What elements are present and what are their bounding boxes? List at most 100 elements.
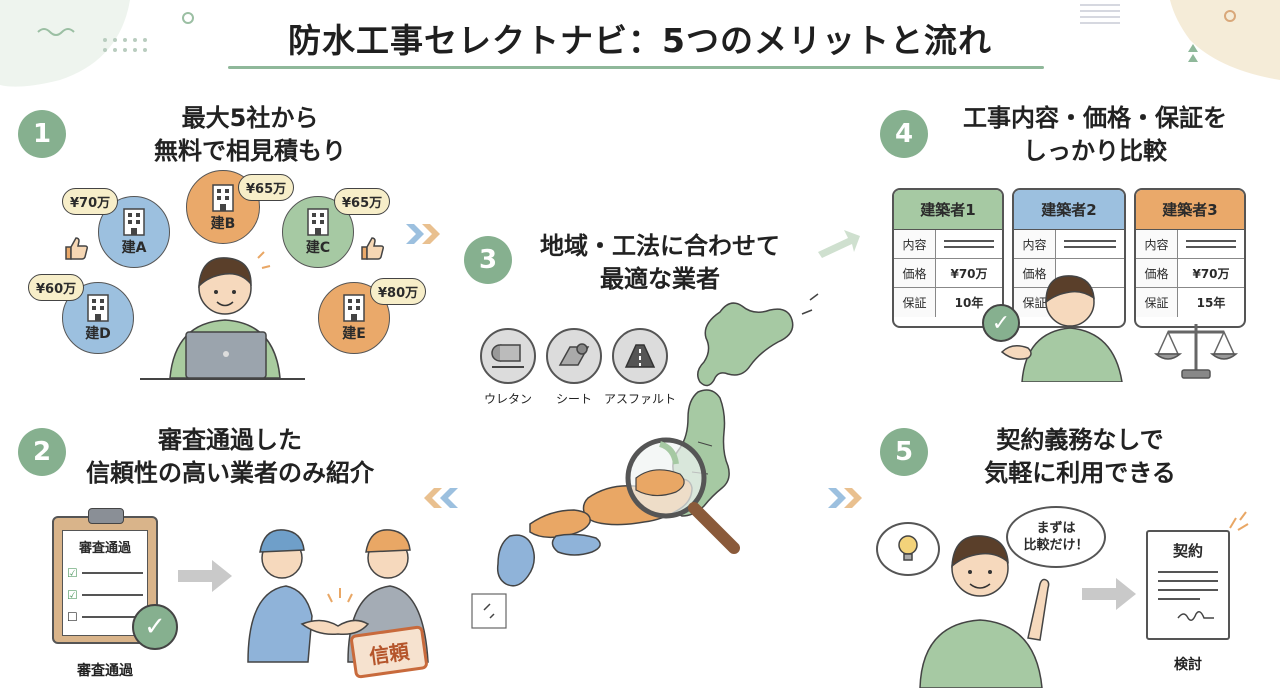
arrow-right-icon — [1082, 578, 1136, 610]
company-a-price-bubble: ¥70万 — [62, 188, 119, 215]
builder-card-1-name: 建築者1 — [894, 190, 1002, 230]
empty-box-icon: ☐ — [67, 610, 78, 624]
building-icon — [212, 184, 234, 212]
price-label: 価格 — [1136, 259, 1178, 287]
step-4-title-line1: 工事内容・価格・保証を — [963, 104, 1227, 132]
step-3-title-line1: 地域・工法に合わせて — [540, 232, 780, 260]
method-sheet-label: シート — [555, 392, 592, 406]
flow-chevron-icon — [406, 224, 440, 244]
flow-chevron-icon — [828, 488, 862, 508]
company-d-price-bubble: ¥60万 — [28, 274, 85, 301]
building-icon — [123, 208, 145, 236]
content-lines — [1178, 230, 1244, 258]
content-label: 内容 — [894, 230, 936, 258]
company-a-label: 建A — [121, 240, 147, 256]
idea-thought-bubble — [876, 522, 940, 576]
step-1-number: 1 — [18, 110, 66, 158]
content-label: 内容 — [1014, 230, 1056, 258]
warranty-label: 保証 — [1136, 288, 1178, 317]
step-5-caption: 検討 — [1174, 657, 1202, 673]
step-5-title-line2: 気軽に利用できる — [984, 459, 1176, 487]
corner-decoration-top-left — [0, 0, 194, 87]
company-e-price-bubble: ¥80万 — [370, 278, 427, 305]
step-5-title: 契約義務なしで 気軽に利用できる — [930, 424, 1230, 490]
company-b-label: 建B — [210, 216, 236, 232]
step-2-number: 2 — [18, 428, 66, 476]
builder-card-3-name: 建築者3 — [1136, 190, 1244, 230]
speech-bubble: まずは 比較だけ！ — [1006, 506, 1106, 568]
company-b-price-bubble: ¥65万 — [238, 174, 295, 201]
arrow-right-icon — [178, 560, 232, 592]
warranty-label: 保証 — [894, 288, 936, 317]
step-2-title-line1: 審査通過した — [158, 426, 302, 454]
roll-icon — [491, 344, 524, 368]
step-4-title: 工事内容・価格・保証を しっかり比較 — [930, 102, 1260, 168]
step-2-title-line2: 信頼性の高い業者のみ紹介 — [86, 459, 374, 487]
content-label: 内容 — [1136, 230, 1178, 258]
step-1-title-line1: 最大5社から — [181, 104, 319, 132]
company-c-price-bubble: ¥65万 — [334, 188, 391, 215]
approval-check-icon: ✓ — [132, 604, 178, 650]
lightbulb-icon — [898, 535, 918, 561]
builder-card-3: 建築者3 内容 価格 ¥70万 保証 15年 — [1134, 188, 1246, 328]
clipboard-paper: 審査通過 ☑ ☑ ☐ — [62, 530, 148, 636]
flow-arrow-icon — [818, 230, 860, 258]
step-2-caption: 審査通過 — [77, 663, 133, 679]
builder-card-3-price: ¥70万 — [1192, 266, 1230, 281]
speech-line-1: まずは — [1036, 521, 1076, 536]
price-label: 価格 — [1014, 259, 1056, 287]
desk-line — [140, 378, 305, 380]
title-underline — [228, 66, 1044, 69]
company-c-label: 建C — [305, 240, 331, 256]
sheet-roll-icon — [558, 343, 590, 366]
japan-map-illustration — [471, 293, 819, 629]
method-sheet-icon — [546, 328, 602, 384]
step-4-number: 4 — [880, 110, 928, 158]
building-icon — [307, 208, 329, 236]
content-lines — [1056, 230, 1124, 258]
building-icon — [87, 294, 109, 322]
step-3-title-line2: 最適な業者 — [600, 265, 720, 293]
price-label: 価格 — [894, 259, 936, 287]
building-icon — [343, 294, 365, 322]
step-5-title-line1: 契約義務なしで — [996, 426, 1164, 454]
step-2-title: 審査通過した 信頼性の高い業者のみ紹介 — [60, 424, 400, 490]
page-title: 防水工事セレクトナビ：5つのメリットと流れ — [288, 21, 992, 60]
thumbs-up-icon — [65, 237, 88, 260]
contract-document: 契約 — [1146, 530, 1230, 640]
builder-card-2-name: 建築者2 — [1014, 190, 1124, 230]
clipboard-clip — [88, 508, 124, 524]
sparkle-icon — [1229, 511, 1249, 531]
checked-box-icon: ☑ — [67, 588, 78, 602]
person-comparing-illustration — [1000, 275, 1123, 382]
step-5-number: 5 — [880, 428, 928, 476]
corner-decoration-top-right — [1080, 0, 1280, 80]
builder-card-1: 建築者1 内容 価格 ¥70万 保証 10年 — [892, 188, 1004, 328]
builder-card-3-warranty: 15年 — [1196, 296, 1226, 310]
step-1-title-line2: 無料で相見積もり — [154, 137, 346, 165]
company-a-icon: 建A — [98, 196, 170, 268]
road-icon — [624, 344, 656, 368]
builder-card-1-warranty: 10年 — [954, 296, 984, 310]
step-3-number: 3 — [464, 236, 512, 284]
method-asphalt-icon — [612, 328, 668, 384]
company-d-label: 建D — [85, 326, 111, 342]
content-lines — [936, 230, 1002, 258]
balance-scale-icon — [1154, 324, 1238, 379]
check-circle-icon: ✓ — [982, 304, 1020, 342]
step-3-title: 地域・工法に合わせて 最適な業者 — [510, 230, 810, 296]
speech-line-2: 比較だけ！ — [1023, 538, 1089, 553]
method-urethane-label: ウレタン — [483, 392, 532, 406]
method-asphalt-label: アスファルト — [603, 392, 676, 406]
flow-chevron-icon — [424, 488, 458, 508]
person-pointing-illustration — [919, 535, 1050, 688]
clipboard-title: 審査通過 — [78, 541, 131, 556]
company-e-label: 建E — [342, 326, 366, 342]
company-b-icon: 建B — [186, 170, 260, 244]
builder-card-1-price: ¥70万 — [950, 266, 988, 281]
method-urethane-icon — [480, 328, 536, 384]
step-4-title-line2: しっかり比較 — [1023, 137, 1167, 165]
checked-box-icon: ☑ — [67, 566, 78, 580]
thumbs-up-icon — [361, 237, 384, 260]
step-1-title: 最大5社から 無料で相見積もり — [80, 102, 420, 168]
